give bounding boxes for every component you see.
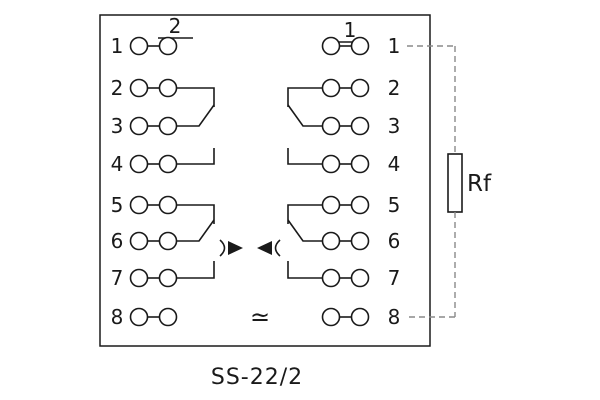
- terminal-circle: [158, 307, 178, 327]
- terminal-circle: [321, 268, 341, 288]
- contact-no-branch: [176, 148, 215, 165]
- diagram-caption: SS-22/2: [211, 365, 303, 390]
- terminal-number: 4: [111, 152, 124, 176]
- left-terminal-column: 1 2 3 4 5: [111, 34, 178, 329]
- terminal-circle: [129, 78, 149, 98]
- terminal-number: 6: [388, 229, 401, 253]
- terminal-circle: [321, 231, 341, 251]
- terminal-circle: [158, 116, 178, 136]
- contact-group-right-upper: [287, 87, 323, 165]
- terminal-row-left-6: 6: [111, 229, 178, 253]
- terminal-circle: [158, 268, 178, 288]
- terminal-row-left-1: 1: [111, 34, 178, 58]
- terminal-number: 5: [111, 193, 124, 217]
- terminal-number: 5: [388, 193, 401, 217]
- terminal-circle: [350, 307, 370, 327]
- terminal-circle: [129, 116, 149, 136]
- actuator-arrow-tail: [274, 239, 281, 257]
- terminal-row-right-8: 8: [321, 305, 401, 329]
- coil-label-left: 2: [158, 14, 193, 39]
- terminal-number: 4: [388, 152, 401, 176]
- terminal-circle: [129, 36, 149, 56]
- external-resistor-circuit: Rf: [407, 45, 492, 318]
- terminal-circle: [129, 195, 149, 215]
- resistor-label: Rf: [467, 171, 492, 197]
- terminal-circle: [350, 195, 370, 215]
- terminal-circle: [158, 154, 178, 174]
- terminal-circle: [321, 154, 341, 174]
- device-outline-box: [99, 14, 431, 347]
- contact-common-blade: [287, 104, 323, 127]
- terminal-number: 1: [388, 34, 401, 58]
- contact-common-blade: [287, 219, 323, 242]
- contact-no-branch: [287, 261, 323, 279]
- actuator-arrow-left-icon: [257, 241, 272, 255]
- actuator-arrow-right-icon: [228, 241, 243, 255]
- contact-no-branch: [176, 261, 215, 279]
- terminal-circle: [158, 195, 178, 215]
- terminal-row-right-1: 1: [321, 34, 401, 58]
- terminal-circle: [129, 154, 149, 174]
- terminal-circle: [158, 231, 178, 251]
- terminal-number: 2: [388, 76, 401, 100]
- terminal-circle: [158, 78, 178, 98]
- terminal-circle: [321, 36, 341, 56]
- contact-nc-branch: [287, 204, 323, 224]
- contact-common-blade: [176, 104, 215, 127]
- terminal-number: 7: [111, 266, 124, 290]
- terminal-circle: [321, 307, 341, 327]
- terminal-number: 7: [388, 266, 401, 290]
- terminal-row-right-2: 2: [321, 76, 401, 100]
- terminal-circle: [321, 78, 341, 98]
- terminal-row-right-6: 6: [321, 229, 401, 253]
- terminal-circle: [350, 78, 370, 98]
- terminal-circle: [158, 36, 178, 56]
- terminal-number: 6: [111, 229, 124, 253]
- terminal-circle: [129, 231, 149, 251]
- terminal-row-left-3: 3: [111, 114, 178, 138]
- contact-common-blade: [176, 219, 215, 242]
- contact-group-left-lower: [176, 204, 243, 279]
- actuator-arrow-tail: [219, 239, 226, 257]
- contact-nc-branch: [176, 204, 215, 224]
- terminal-circle: [350, 116, 370, 136]
- terminal-row-left-5: 5: [111, 193, 178, 217]
- terminal-circle: [350, 36, 370, 56]
- terminal-row-right-7: 7: [321, 266, 401, 290]
- terminal-circle: [321, 195, 341, 215]
- terminal-row-right-3: 3: [321, 114, 401, 138]
- terminal-number: 8: [111, 305, 124, 329]
- terminal-row-right-4: 4: [321, 152, 401, 176]
- terminal-row-left-8: 8: [111, 305, 178, 329]
- terminal-number: 3: [111, 114, 124, 138]
- terminal-circle: [350, 154, 370, 174]
- terminal-circle: [350, 268, 370, 288]
- resistor-symbol: [447, 153, 463, 213]
- terminal-number: 1: [111, 34, 124, 58]
- coil-label-right-text: 1: [344, 18, 357, 42]
- contact-nc-branch: [287, 87, 323, 107]
- terminal-circle: [129, 307, 149, 327]
- terminal-circle: [350, 231, 370, 251]
- contact-nc-branch: [176, 87, 215, 107]
- terminal-row-left-4: 4: [111, 152, 178, 176]
- ac-dc-symbol: ≃: [250, 303, 270, 331]
- terminal-circle: [129, 268, 149, 288]
- contact-group-right-lower: [257, 204, 323, 279]
- terminal-number: 2: [111, 76, 124, 100]
- coil-label-left-text: 2: [169, 14, 182, 38]
- right-terminal-column: 1 2 3 4 5: [321, 34, 401, 329]
- contact-no-branch: [287, 148, 323, 165]
- terminal-row-left-7: 7: [111, 266, 178, 290]
- contact-group-left-upper: [176, 87, 215, 165]
- terminal-circle: [321, 116, 341, 136]
- terminal-row-right-5: 5: [321, 193, 401, 217]
- terminal-number: 8: [388, 305, 401, 329]
- terminal-row-left-2: 2: [111, 76, 178, 100]
- terminal-number: 3: [388, 114, 401, 138]
